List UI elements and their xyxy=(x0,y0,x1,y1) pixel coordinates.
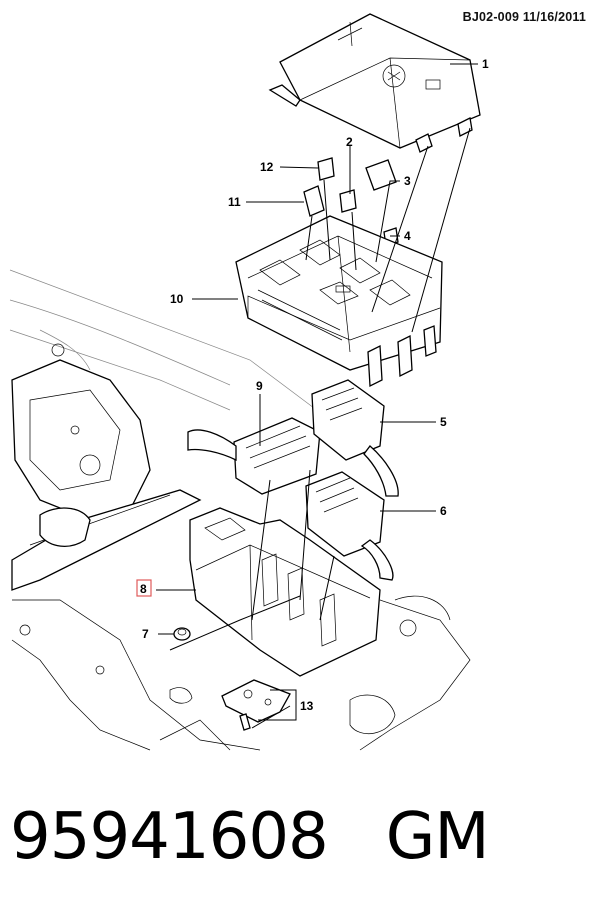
callout-5: 5 xyxy=(440,415,447,429)
callout-4: 4 xyxy=(404,229,411,243)
vehicle-body-structure xyxy=(9,269,471,751)
callout-2: 2 xyxy=(346,135,353,149)
relay-micro xyxy=(303,185,325,217)
connector-9 xyxy=(187,417,321,495)
connector-5 xyxy=(311,379,399,497)
callout-8-highlight-box xyxy=(136,579,152,597)
mini-fuse xyxy=(317,157,335,181)
callout-labels: 1 2 3 4 5 6 7 8 9 10 11 12 13 xyxy=(136,57,489,713)
callout-9: 9 xyxy=(256,379,263,393)
fuse-block-tray xyxy=(189,507,381,677)
leader-lines xyxy=(156,63,478,729)
callout-8: 8 xyxy=(140,582,147,596)
part-number-footer: 95941608 GM xyxy=(10,800,490,874)
callout-10: 10 xyxy=(170,292,184,306)
drawing-reference: BJ02-009 11/16/2011 xyxy=(462,10,586,24)
callout-1: 1 xyxy=(482,57,489,71)
callout-7: 7 xyxy=(142,627,149,641)
connector-6 xyxy=(305,471,394,581)
callout-11: 11 xyxy=(228,195,241,209)
part-number: 95941608 xyxy=(10,800,329,874)
brand-name: GM xyxy=(385,800,490,874)
callout-13: 13 xyxy=(300,699,314,713)
relay-large xyxy=(365,159,397,191)
fuse-small xyxy=(339,189,357,213)
callout-3: 3 xyxy=(404,174,411,188)
mounting-bracket xyxy=(221,679,291,731)
retaining-clip xyxy=(173,627,191,641)
callout-6: 6 xyxy=(440,504,447,518)
fuse-block-housing xyxy=(235,215,443,388)
fuse-block-cover xyxy=(268,13,481,153)
callout-12: 12 xyxy=(260,160,274,174)
